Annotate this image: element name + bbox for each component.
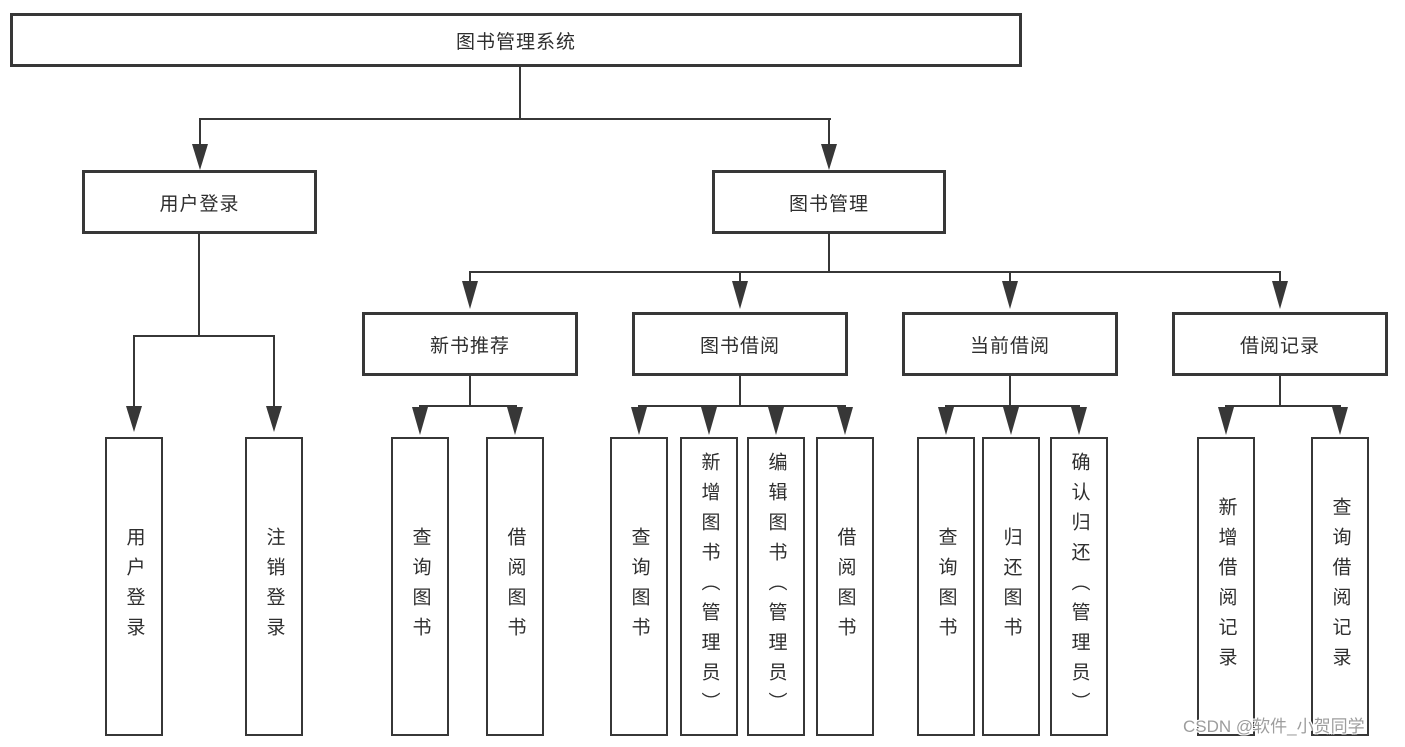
leaf-add-borrow-record-label: 新增借阅记录 (1215, 496, 1237, 677)
node-user-login-label: 用户登录 (159, 193, 240, 215)
connector-line (1009, 376, 1011, 407)
connector-line (945, 405, 1080, 407)
leaf-logout: 注销登录 (245, 437, 303, 736)
node-current-borrow-label: 当前借阅 (969, 335, 1050, 357)
connector-line (133, 335, 275, 337)
connector-line (273, 335, 275, 408)
leaf-add-books-admin: 新增图书（管理员） (680, 437, 738, 736)
connector-line (469, 271, 1281, 273)
arrow-down-icon (821, 144, 837, 170)
connector-line (198, 234, 200, 336)
node-new-book-recommend-label: 新书推荐 (429, 335, 510, 357)
node-root-label: 图书管理系统 (455, 31, 576, 53)
node-borrow-records: 借阅记录 (1172, 312, 1388, 376)
connector-line (519, 67, 521, 119)
leaf-edit-books-admin: 编辑图书（管理员） (747, 437, 805, 736)
arrow-down-icon (266, 406, 282, 432)
leaf-query-books-1: 查询图书 (391, 437, 449, 736)
node-borrow-records-label: 借阅记录 (1239, 335, 1320, 357)
node-book-management-label: 图书管理 (788, 193, 869, 215)
leaf-confirm-return-admin: 确认归还（管理员） (1050, 437, 1108, 736)
node-book-borrow: 图书借阅 (632, 312, 848, 376)
connector-line (199, 118, 201, 146)
leaf-query-books-3: 查询图书 (917, 437, 975, 736)
connector-line (739, 376, 741, 407)
connector-line (419, 405, 517, 407)
arrow-down-icon (1272, 281, 1288, 309)
arrow-down-icon (938, 407, 954, 435)
leaf-return-books-label: 归还图书 (1000, 526, 1022, 647)
leaf-query-books-2-label: 查询图书 (628, 526, 650, 647)
connector-line (469, 376, 471, 407)
leaf-query-borrow-record: 查询借阅记录 (1311, 437, 1369, 736)
node-book-borrow-label: 图书借阅 (699, 335, 780, 357)
arrow-down-icon (1071, 407, 1087, 435)
leaf-confirm-return-admin-label: 确认归还（管理员） (1068, 451, 1090, 722)
node-root: 图书管理系统 (10, 13, 1022, 67)
arrow-down-icon (1002, 281, 1018, 309)
node-user-login: 用户登录 (82, 170, 317, 234)
csdn-watermark: CSDN @软件_小贺同学 (1183, 717, 1365, 736)
arrow-down-icon (1218, 407, 1234, 435)
leaf-borrow-books-2: 借阅图书 (816, 437, 874, 736)
connector-line (638, 405, 846, 407)
leaf-return-books: 归还图书 (982, 437, 1040, 736)
leaf-logout-label: 注销登录 (263, 526, 285, 647)
arrow-down-icon (1003, 407, 1019, 435)
leaf-query-books-2: 查询图书 (610, 437, 668, 736)
leaf-query-books-3-label: 查询图书 (935, 526, 957, 647)
connector-line (828, 234, 830, 272)
arrow-down-icon (462, 281, 478, 309)
arrow-down-icon (412, 407, 428, 435)
connector-line (1279, 376, 1281, 407)
leaf-query-books-1-label: 查询图书 (409, 526, 431, 647)
connector-line (469, 271, 471, 283)
leaf-add-borrow-record: 新增借阅记录 (1197, 437, 1255, 736)
arrow-down-icon (507, 407, 523, 435)
connector-line (739, 271, 741, 283)
node-current-borrow: 当前借阅 (902, 312, 1118, 376)
leaf-user-login: 用户登录 (105, 437, 163, 736)
node-new-book-recommend: 新书推荐 (362, 312, 578, 376)
arrow-down-icon (732, 281, 748, 309)
leaf-edit-books-admin-label: 编辑图书（管理员） (765, 451, 787, 722)
arrow-down-icon (1332, 407, 1348, 435)
arrow-down-icon (701, 407, 717, 435)
connector-line (199, 118, 831, 120)
arrow-down-icon (192, 144, 208, 170)
connector-line (133, 335, 135, 408)
leaf-borrow-books-1: 借阅图书 (486, 437, 544, 736)
arrow-down-icon (126, 406, 142, 432)
leaf-borrow-books-1-label: 借阅图书 (504, 526, 526, 647)
connector-line (1009, 271, 1011, 283)
leaf-add-books-admin-label: 新增图书（管理员） (698, 451, 720, 722)
node-book-management: 图书管理 (712, 170, 946, 234)
leaf-borrow-books-2-label: 借阅图书 (834, 526, 856, 647)
leaf-query-borrow-record-label: 查询借阅记录 (1329, 496, 1351, 677)
connector-line (828, 118, 830, 146)
arrow-down-icon (768, 407, 784, 435)
connector-line (1279, 271, 1281, 283)
connector-line (1225, 405, 1341, 407)
arrow-down-icon (631, 407, 647, 435)
leaf-user-login-label: 用户登录 (123, 526, 145, 647)
arrow-down-icon (837, 407, 853, 435)
